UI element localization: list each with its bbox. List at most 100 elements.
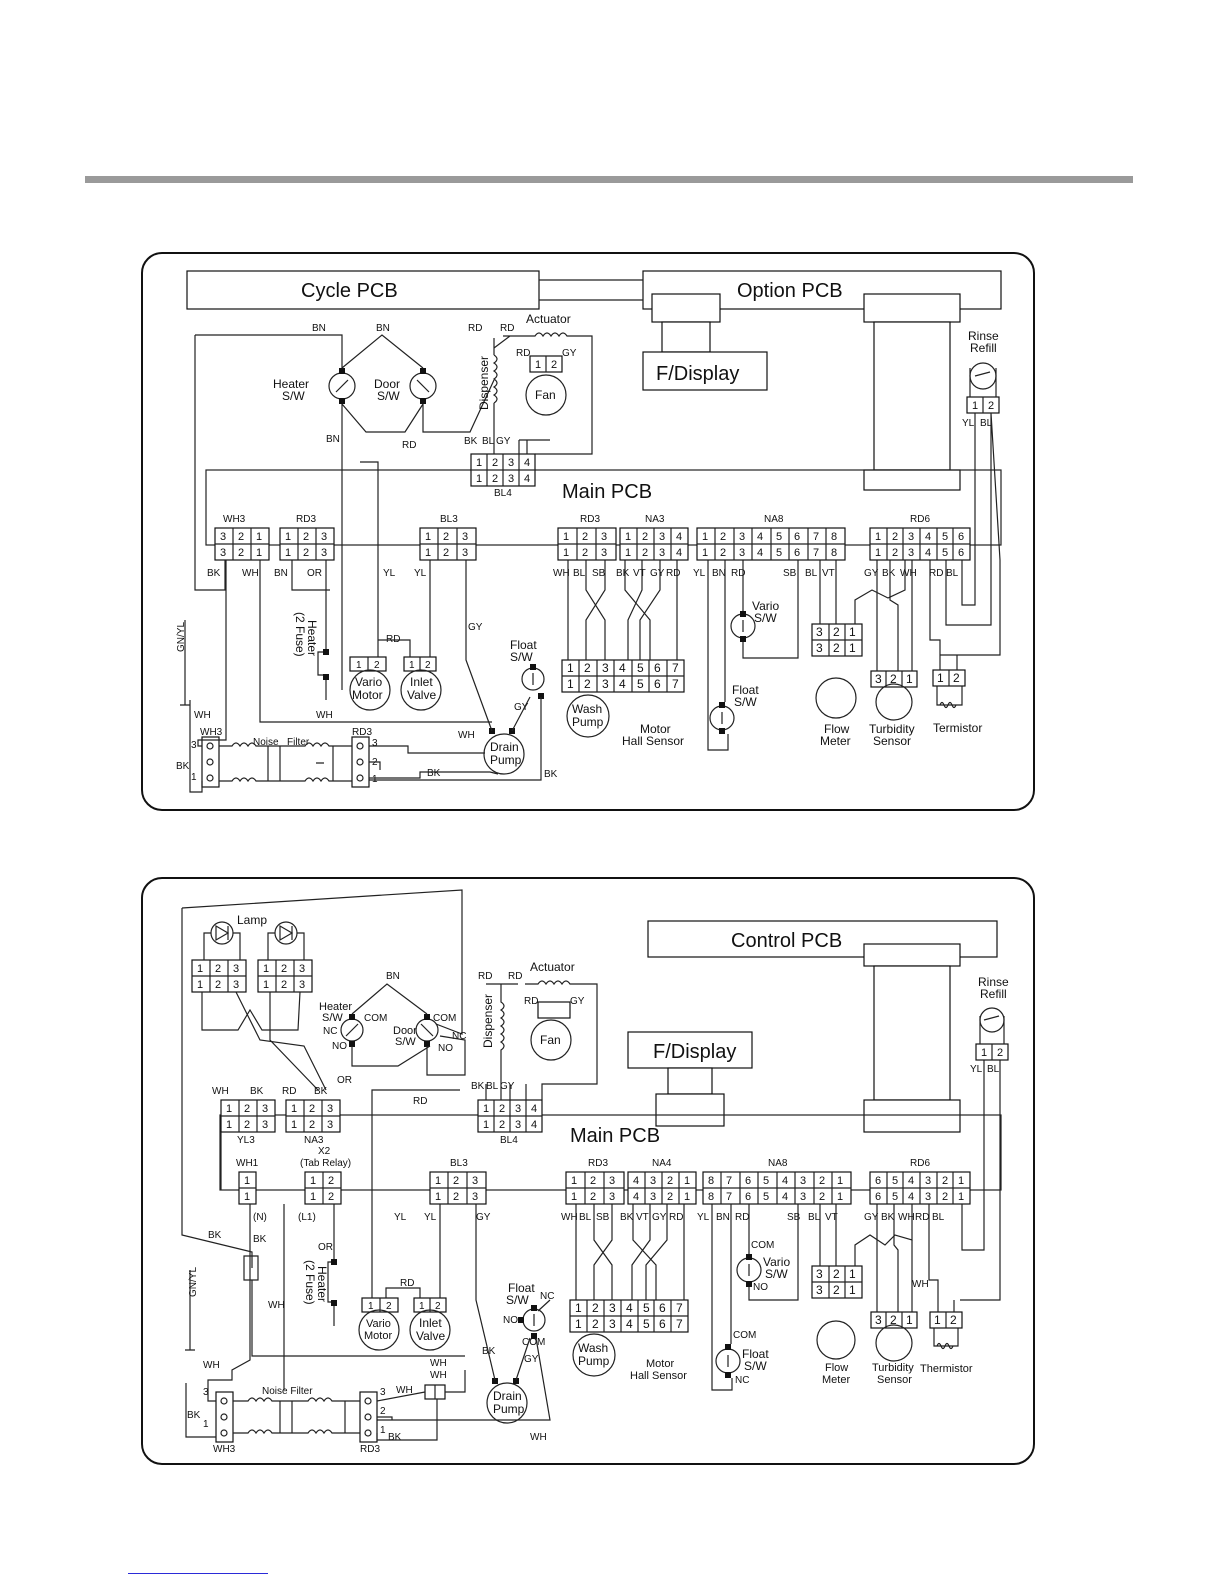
svg-text:1: 1 bbox=[419, 1301, 425, 1312]
main-pcb-2-label: Main PCB bbox=[570, 1125, 660, 1147]
svg-text:BK: BK bbox=[187, 1410, 201, 1421]
svg-text:(Tab Relay): (Tab Relay) bbox=[300, 1158, 351, 1169]
svg-text:COM: COM bbox=[733, 1330, 756, 1341]
svg-text:WH: WH bbox=[316, 710, 333, 721]
svg-text:Heater: Heater bbox=[305, 620, 319, 656]
svg-text:2: 2 bbox=[584, 661, 591, 675]
svg-text:RD: RD bbox=[413, 1096, 427, 1107]
svg-text:2: 2 bbox=[997, 1047, 1003, 1059]
svg-text:1: 1 bbox=[285, 531, 291, 543]
svg-text:3: 3 bbox=[372, 738, 378, 749]
svg-text:BK: BK bbox=[471, 1081, 485, 1092]
svg-text:WH: WH bbox=[553, 568, 570, 579]
svg-text:4: 4 bbox=[908, 1191, 914, 1203]
svg-text:1: 1 bbox=[958, 1175, 964, 1187]
svg-text:WH: WH bbox=[561, 1212, 578, 1223]
svg-text:NC: NC bbox=[735, 1375, 749, 1386]
svg-text:3: 3 bbox=[816, 625, 823, 639]
svg-text:1: 1 bbox=[285, 547, 291, 559]
svg-text:1: 1 bbox=[958, 1191, 964, 1203]
svg-text:1: 1 bbox=[849, 1283, 856, 1297]
svg-text:GY: GY bbox=[562, 348, 577, 359]
f-display-1-label: F/Display bbox=[656, 363, 739, 385]
svg-text:2: 2 bbox=[720, 547, 726, 559]
svg-text:2: 2 bbox=[435, 1301, 441, 1312]
svg-text:2: 2 bbox=[499, 1103, 505, 1115]
svg-text:Vario: Vario bbox=[763, 1255, 790, 1269]
svg-text:3: 3 bbox=[908, 547, 914, 559]
svg-text:2: 2 bbox=[309, 1103, 315, 1115]
svg-text:Refill: Refill bbox=[980, 987, 1007, 1001]
svg-text:BK: BK bbox=[620, 1212, 634, 1223]
svg-text:Fan: Fan bbox=[535, 388, 556, 402]
svg-text:8: 8 bbox=[831, 547, 837, 559]
svg-text:2: 2 bbox=[443, 531, 449, 543]
svg-text:RD3: RD3 bbox=[588, 1158, 608, 1169]
svg-text:7: 7 bbox=[672, 677, 679, 691]
svg-text:Heater: Heater bbox=[315, 1266, 329, 1302]
svg-text:3: 3 bbox=[508, 473, 514, 485]
svg-text:3: 3 bbox=[233, 963, 239, 975]
control-pcb-label: Control PCB bbox=[731, 930, 842, 952]
svg-text:1: 1 bbox=[197, 979, 203, 991]
svg-text:BK: BK bbox=[881, 1212, 895, 1223]
svg-text:4: 4 bbox=[925, 531, 931, 543]
svg-text:Heater: Heater bbox=[273, 377, 309, 391]
svg-text:BN: BN bbox=[326, 434, 340, 445]
svg-text:2: 2 bbox=[425, 660, 431, 671]
svg-text:NA3: NA3 bbox=[645, 514, 665, 525]
svg-text:1: 1 bbox=[476, 457, 482, 469]
svg-text:1: 1 bbox=[875, 531, 881, 543]
svg-text:NO: NO bbox=[438, 1043, 453, 1054]
svg-text:1: 1 bbox=[981, 1047, 987, 1059]
svg-text:3: 3 bbox=[462, 547, 468, 559]
svg-text:1: 1 bbox=[380, 1425, 386, 1436]
svg-text:2: 2 bbox=[244, 1103, 250, 1115]
svg-text:BL4: BL4 bbox=[500, 1135, 518, 1146]
svg-text:7: 7 bbox=[676, 1301, 683, 1315]
svg-text:BN: BN bbox=[312, 323, 326, 334]
svg-text:6: 6 bbox=[745, 1175, 751, 1187]
svg-text:BL4: BL4 bbox=[494, 488, 512, 499]
svg-text:3: 3 bbox=[299, 963, 305, 975]
svg-text:1: 1 bbox=[372, 774, 378, 785]
svg-text:WH1: WH1 bbox=[236, 1158, 259, 1169]
svg-text:2: 2 bbox=[833, 1283, 840, 1297]
svg-text:GY: GY bbox=[500, 1081, 515, 1092]
svg-text:1: 1 bbox=[256, 531, 262, 543]
svg-text:5: 5 bbox=[776, 547, 782, 559]
svg-text:5: 5 bbox=[892, 1191, 898, 1203]
main-pcb-1-label: Main PCB bbox=[562, 481, 652, 503]
svg-text:GN/YL: GN/YL bbox=[188, 1267, 199, 1297]
svg-text:1: 1 bbox=[575, 1301, 582, 1315]
svg-text:3: 3 bbox=[925, 1191, 931, 1203]
svg-text:SB: SB bbox=[787, 1212, 801, 1223]
svg-text:8: 8 bbox=[708, 1191, 714, 1203]
svg-text:Drain: Drain bbox=[490, 740, 519, 754]
svg-text:WH: WH bbox=[530, 1432, 547, 1443]
svg-text:3: 3 bbox=[602, 661, 609, 675]
svg-text:3: 3 bbox=[203, 1387, 209, 1398]
svg-text:6: 6 bbox=[654, 661, 661, 675]
svg-text:S/W: S/W bbox=[395, 1036, 416, 1048]
svg-text:RD: RD bbox=[669, 1212, 683, 1223]
svg-text:RD3: RD3 bbox=[580, 514, 600, 525]
svg-text:RD: RD bbox=[400, 1278, 414, 1289]
svg-text:3: 3 bbox=[908, 531, 914, 543]
svg-text:Sensor: Sensor bbox=[877, 1374, 912, 1386]
svg-text:1: 1 bbox=[483, 1119, 489, 1131]
svg-text:1: 1 bbox=[476, 473, 482, 485]
svg-text:2: 2 bbox=[309, 1119, 315, 1131]
svg-text:2: 2 bbox=[281, 963, 287, 975]
